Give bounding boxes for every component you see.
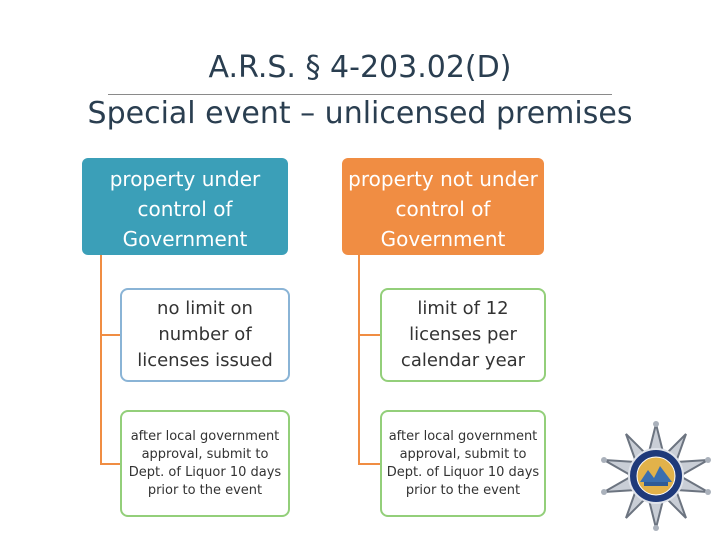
- card-submission-nongov: after local government approval, submit …: [380, 410, 546, 517]
- card-text: no limit on number of licenses issued: [137, 298, 273, 371]
- card-text: after local government approval, submit …: [128, 428, 282, 498]
- connector-nongov-vertical: [358, 255, 360, 465]
- title-divider: [108, 94, 612, 95]
- header-government-property: property under control of Government: [82, 158, 288, 255]
- title-line-1: A.R.S. § 4-203.02(D): [208, 50, 512, 85]
- connector-nongov-to-item-2: [358, 463, 380, 465]
- star-badge-icon: [601, 421, 711, 531]
- card-no-limit-licenses: no limit on number of licenses issued: [120, 288, 290, 382]
- card-text: after local government approval, submit …: [386, 428, 540, 498]
- card-text: limit of 12 licenses per calendar year: [400, 298, 526, 371]
- connector-gov-vertical: [100, 255, 102, 465]
- card-limit-12-licenses: limit of 12 licenses per calendar year: [380, 288, 546, 382]
- card-submission-gov: after local government approval, submit …: [120, 410, 290, 517]
- connector-gov-to-item-1: [100, 334, 120, 336]
- header-non-government-property: property not under control of Government: [342, 158, 544, 255]
- connector-nongov-to-item-1: [358, 334, 380, 336]
- page-title: A.R.S. § 4-203.02(D) Special event – unl…: [0, 48, 720, 134]
- title-line-2: Special event – unlicensed premises: [87, 96, 633, 131]
- connector-gov-to-item-2: [100, 463, 120, 465]
